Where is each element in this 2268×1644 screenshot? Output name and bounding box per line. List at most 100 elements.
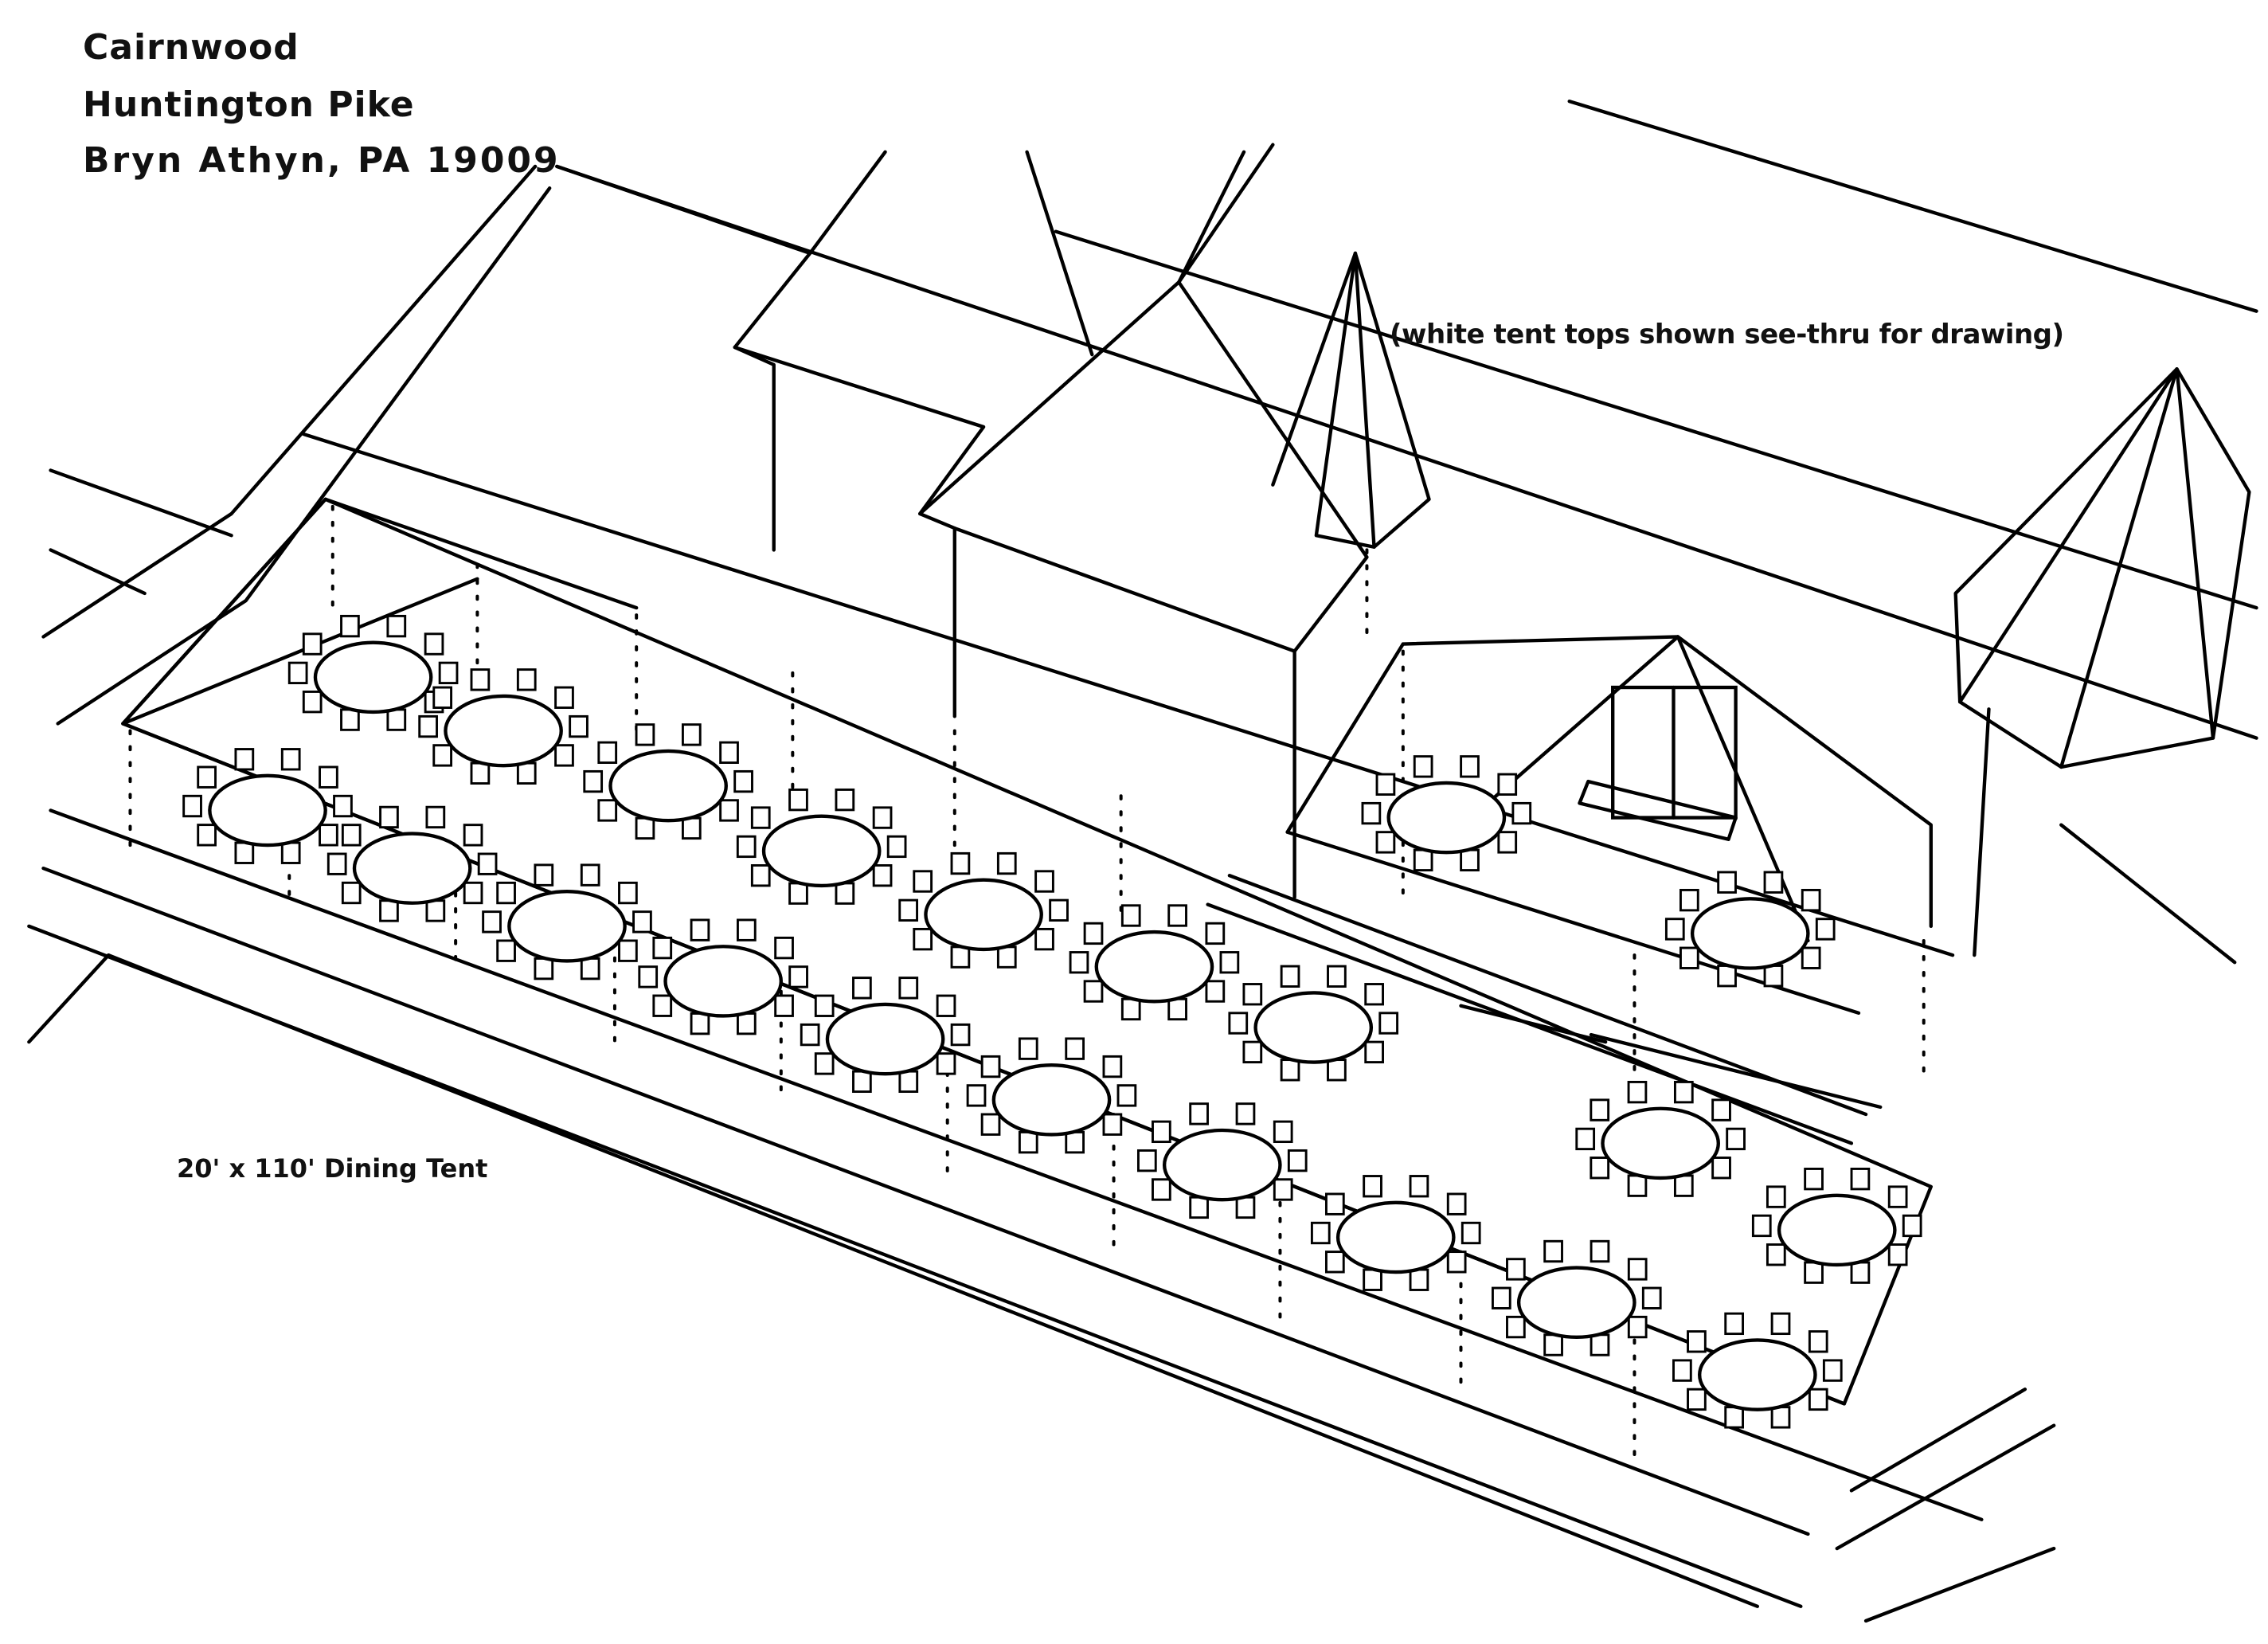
chair <box>1363 1268 1382 1291</box>
round-table <box>182 748 353 864</box>
chair <box>852 1070 872 1094</box>
chair <box>1364 1040 1384 1064</box>
chair <box>1083 980 1104 1003</box>
chair <box>1590 1333 1610 1356</box>
round-table <box>418 668 589 785</box>
tent-tops-note: (white tent tops shown see-thru for draw… <box>1390 319 2064 350</box>
chair <box>1590 1098 1610 1121</box>
chair <box>470 761 491 785</box>
chair <box>1413 848 1433 872</box>
chair <box>788 882 808 905</box>
round-table <box>1361 755 1532 872</box>
chair <box>1673 1080 1694 1104</box>
chair <box>496 939 516 962</box>
chair <box>1887 1243 1908 1266</box>
chair <box>1375 773 1396 796</box>
chair <box>470 668 491 691</box>
chair <box>386 708 407 731</box>
chair <box>280 841 301 864</box>
chair <box>1627 1258 1648 1281</box>
chair <box>632 910 652 934</box>
chair <box>1324 1192 1345 1215</box>
chair <box>1242 983 1263 1006</box>
chair <box>1491 1286 1511 1309</box>
chair <box>1205 980 1226 1003</box>
chair <box>814 994 835 1017</box>
round-table <box>1228 965 1399 1082</box>
table-top <box>924 878 1043 952</box>
chair <box>788 965 808 988</box>
chair <box>1310 1221 1331 1245</box>
chair <box>814 1052 835 1075</box>
street-address: Huntington Pike <box>83 84 415 125</box>
table-top <box>313 640 433 714</box>
chair <box>287 661 308 685</box>
chair <box>1815 918 1836 941</box>
chair <box>1273 1120 1293 1144</box>
chair <box>516 761 537 785</box>
chair <box>1287 1149 1308 1172</box>
chair <box>597 799 618 822</box>
chair <box>750 806 771 829</box>
chair <box>1083 922 1104 945</box>
chair <box>1120 904 1141 927</box>
round-table <box>1491 1239 1662 1356</box>
chair <box>1724 1312 1745 1336</box>
chair <box>386 614 407 638</box>
round-table <box>1751 1167 1922 1284</box>
table-top <box>608 749 728 823</box>
chair <box>719 741 739 764</box>
chair <box>872 806 893 829</box>
chair <box>1034 870 1054 893</box>
chair <box>1069 951 1089 974</box>
chair <box>618 881 638 905</box>
chair <box>580 863 600 887</box>
round-table <box>1069 904 1240 1021</box>
chair <box>800 1023 820 1047</box>
venue-name: Cairnwood <box>83 27 299 68</box>
chair <box>197 765 217 789</box>
chair <box>898 977 919 1000</box>
chair <box>1641 1286 1662 1309</box>
chair <box>1102 1055 1123 1078</box>
chair <box>280 748 301 771</box>
chair <box>1363 1175 1382 1198</box>
chair <box>1724 1406 1745 1429</box>
round-table <box>638 918 808 1035</box>
chair <box>333 794 353 818</box>
chair <box>1850 1167 1871 1191</box>
table-top <box>1162 1128 1282 1202</box>
chair <box>463 881 483 905</box>
chair <box>733 769 753 793</box>
chair <box>302 632 323 656</box>
chair <box>1664 918 1685 941</box>
chair <box>477 852 498 875</box>
chair <box>583 769 604 793</box>
chair <box>425 805 446 829</box>
table-top <box>208 773 327 847</box>
chair <box>1575 1127 1596 1151</box>
chair <box>554 744 574 767</box>
chair <box>1717 871 1737 894</box>
chair <box>1327 1059 1347 1082</box>
round-table <box>898 851 1069 969</box>
chair <box>980 1055 1001 1078</box>
chair <box>1189 1102 1209 1125</box>
chair <box>719 799 739 822</box>
chair <box>913 870 933 893</box>
chair <box>554 686 574 709</box>
chair <box>913 927 933 951</box>
chair <box>950 851 971 875</box>
chair <box>1375 831 1396 854</box>
chair <box>1590 1239 1610 1263</box>
chair <box>1136 1149 1157 1172</box>
table-top <box>825 1002 945 1076</box>
chair <box>950 1023 971 1047</box>
chair <box>690 918 710 941</box>
chair <box>1770 1312 1791 1336</box>
chair <box>1235 1102 1256 1125</box>
chair <box>1717 965 1737 988</box>
chair <box>835 788 855 812</box>
table-top <box>761 814 882 888</box>
